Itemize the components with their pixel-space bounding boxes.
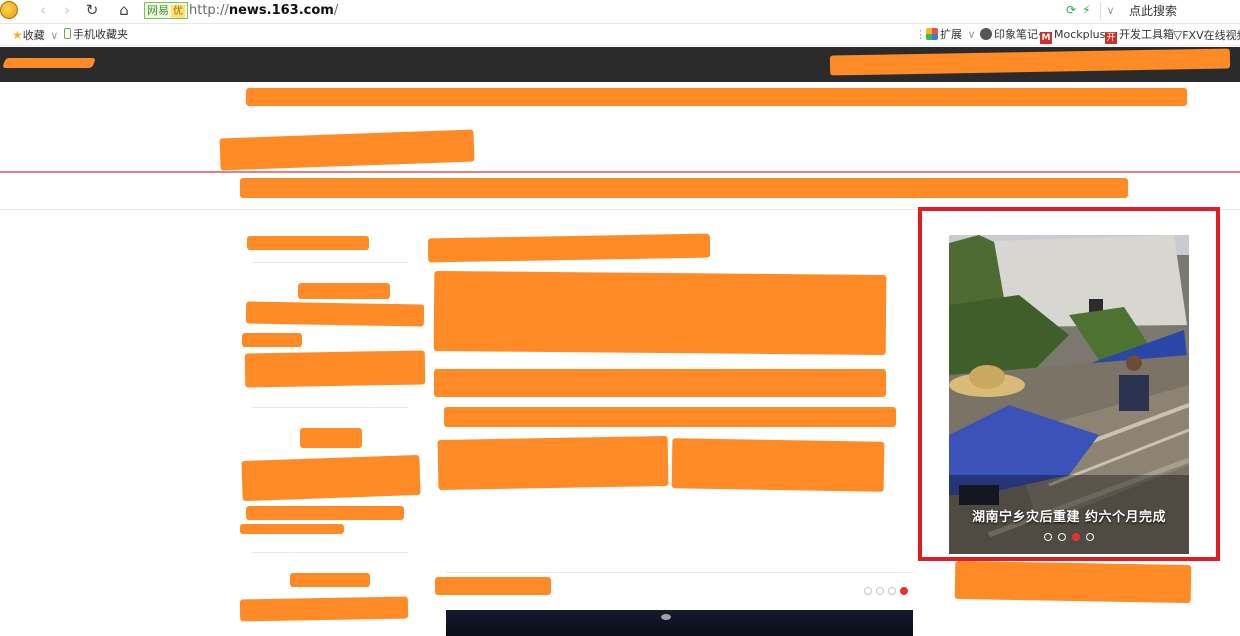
bookmark-favorites-label: 收藏 [22,29,45,42]
bookmark-mobile-label: 手机收藏夹 [73,28,128,41]
bookmark-extensions-label: 扩展 [940,28,962,41]
chevron-down-icon: ∨ [50,29,59,42]
carousel-dot[interactable] [1086,533,1094,541]
fxv-icon: ▽ [1173,28,1183,42]
reload-button[interactable]: ↻ [85,1,99,19]
redaction [244,350,426,388]
redaction [240,524,344,534]
mobile-icon [64,28,71,39]
address-icons: ⟳⚡ [1066,3,1091,17]
site-badge-label: 网易 [147,4,169,17]
redaction [239,596,409,622]
redaction [298,283,390,299]
site-badge-sub: 优 [171,5,185,18]
carousel-dot[interactable] [1044,533,1052,541]
bookmark-evernote-label: 印象笔记· [994,28,1042,41]
bookmark-fxv-label: FXV在线视频 [1182,29,1240,42]
redaction [241,454,421,502]
slider-photo [949,235,1189,554]
chevron-down-icon: ∨ [967,28,976,41]
browser-logo-icon[interactable] [0,1,18,19]
redaction [427,233,711,263]
favorites-star-icon: ★ [12,28,23,42]
carousel-dots [862,587,910,595]
video-light [661,614,671,620]
section-divider [446,572,912,573]
mockplus-icon: M [1040,32,1052,44]
bookmark-favorites[interactable]: ★收藏 ∨ [12,24,58,47]
slider-dots [949,533,1189,541]
evernote-icon [980,28,992,40]
carousel-dot[interactable] [900,587,908,595]
redaction [954,560,1192,604]
carousel-dot[interactable] [1058,533,1066,541]
redaction [247,236,369,250]
redaction [246,506,404,520]
redaction [433,271,887,355]
redaction [437,435,669,491]
redaction [671,438,885,492]
carousel-dot[interactable] [888,587,896,595]
news-image-slider[interactable]: 湖南宁乡灾后重建 约六个月完成 [949,235,1189,554]
url-path: / [333,3,339,18]
redaction [434,369,886,397]
redaction [444,407,896,427]
carousel-dot[interactable] [1072,533,1080,541]
bolt-icon[interactable]: ⚡ [1082,3,1091,17]
extensions-grid-icon [926,28,938,40]
redaction [290,573,370,587]
slider-caption[interactable]: 湖南宁乡灾后重建 约六个月完成 [971,510,1167,525]
site-badge[interactable]: 网易优 [144,2,188,19]
search-input[interactable]: 点此搜索 [1129,4,1178,18]
bookmark-mockplus-label: Mockplus [1054,28,1106,41]
forward-button[interactable]: › [64,1,70,19]
list-divider [252,262,408,263]
bookmark-fxv[interactable]: ▽FXV在线视频 [1173,24,1240,47]
refresh-icon[interactable]: ⟳ [1066,3,1077,17]
redaction [219,129,475,171]
address-bar: ‹ › ↻ ⌂ 网易优 http://news.163.com/ ⟳⚡ ∨ 点此… [0,0,1240,24]
video-thumbnail[interactable] [446,610,913,636]
bookmark-extensions[interactable]: 扩展 ∨ [926,24,976,46]
list-divider [252,407,408,408]
url-scheme: http:// [189,3,229,18]
bookmark-mobile[interactable]: 手机收藏夹 [64,24,128,46]
redaction [435,577,551,595]
carousel-dot[interactable] [864,587,872,595]
redaction [246,88,1187,106]
list-divider [252,552,408,553]
redaction [300,428,362,448]
redaction [240,178,1128,198]
nav-divider [0,209,1240,210]
bookmark-devtools-label: 开发工具箱 [1119,28,1174,41]
redaction [245,301,425,327]
bookmark-evernote[interactable]: 印象笔记· [980,24,1042,46]
bookmark-separator: ⋮ [915,28,926,41]
home-button[interactable]: ⌂ [119,1,129,19]
highlight-box [918,207,1220,561]
redaction [242,333,302,347]
url-host: news.163.com [228,3,334,18]
bookmark-devtools[interactable]: 开开发工具箱 [1105,24,1174,46]
url-field[interactable]: http://news.163.com/ [189,2,338,20]
back-button[interactable]: ‹ [40,1,46,19]
carousel-dot[interactable] [876,587,884,595]
address-dropdown-icon[interactable]: ∨ [1100,2,1120,20]
redaction [2,58,96,68]
devtools-icon: 开 [1105,32,1117,44]
header-divider [0,171,1240,173]
